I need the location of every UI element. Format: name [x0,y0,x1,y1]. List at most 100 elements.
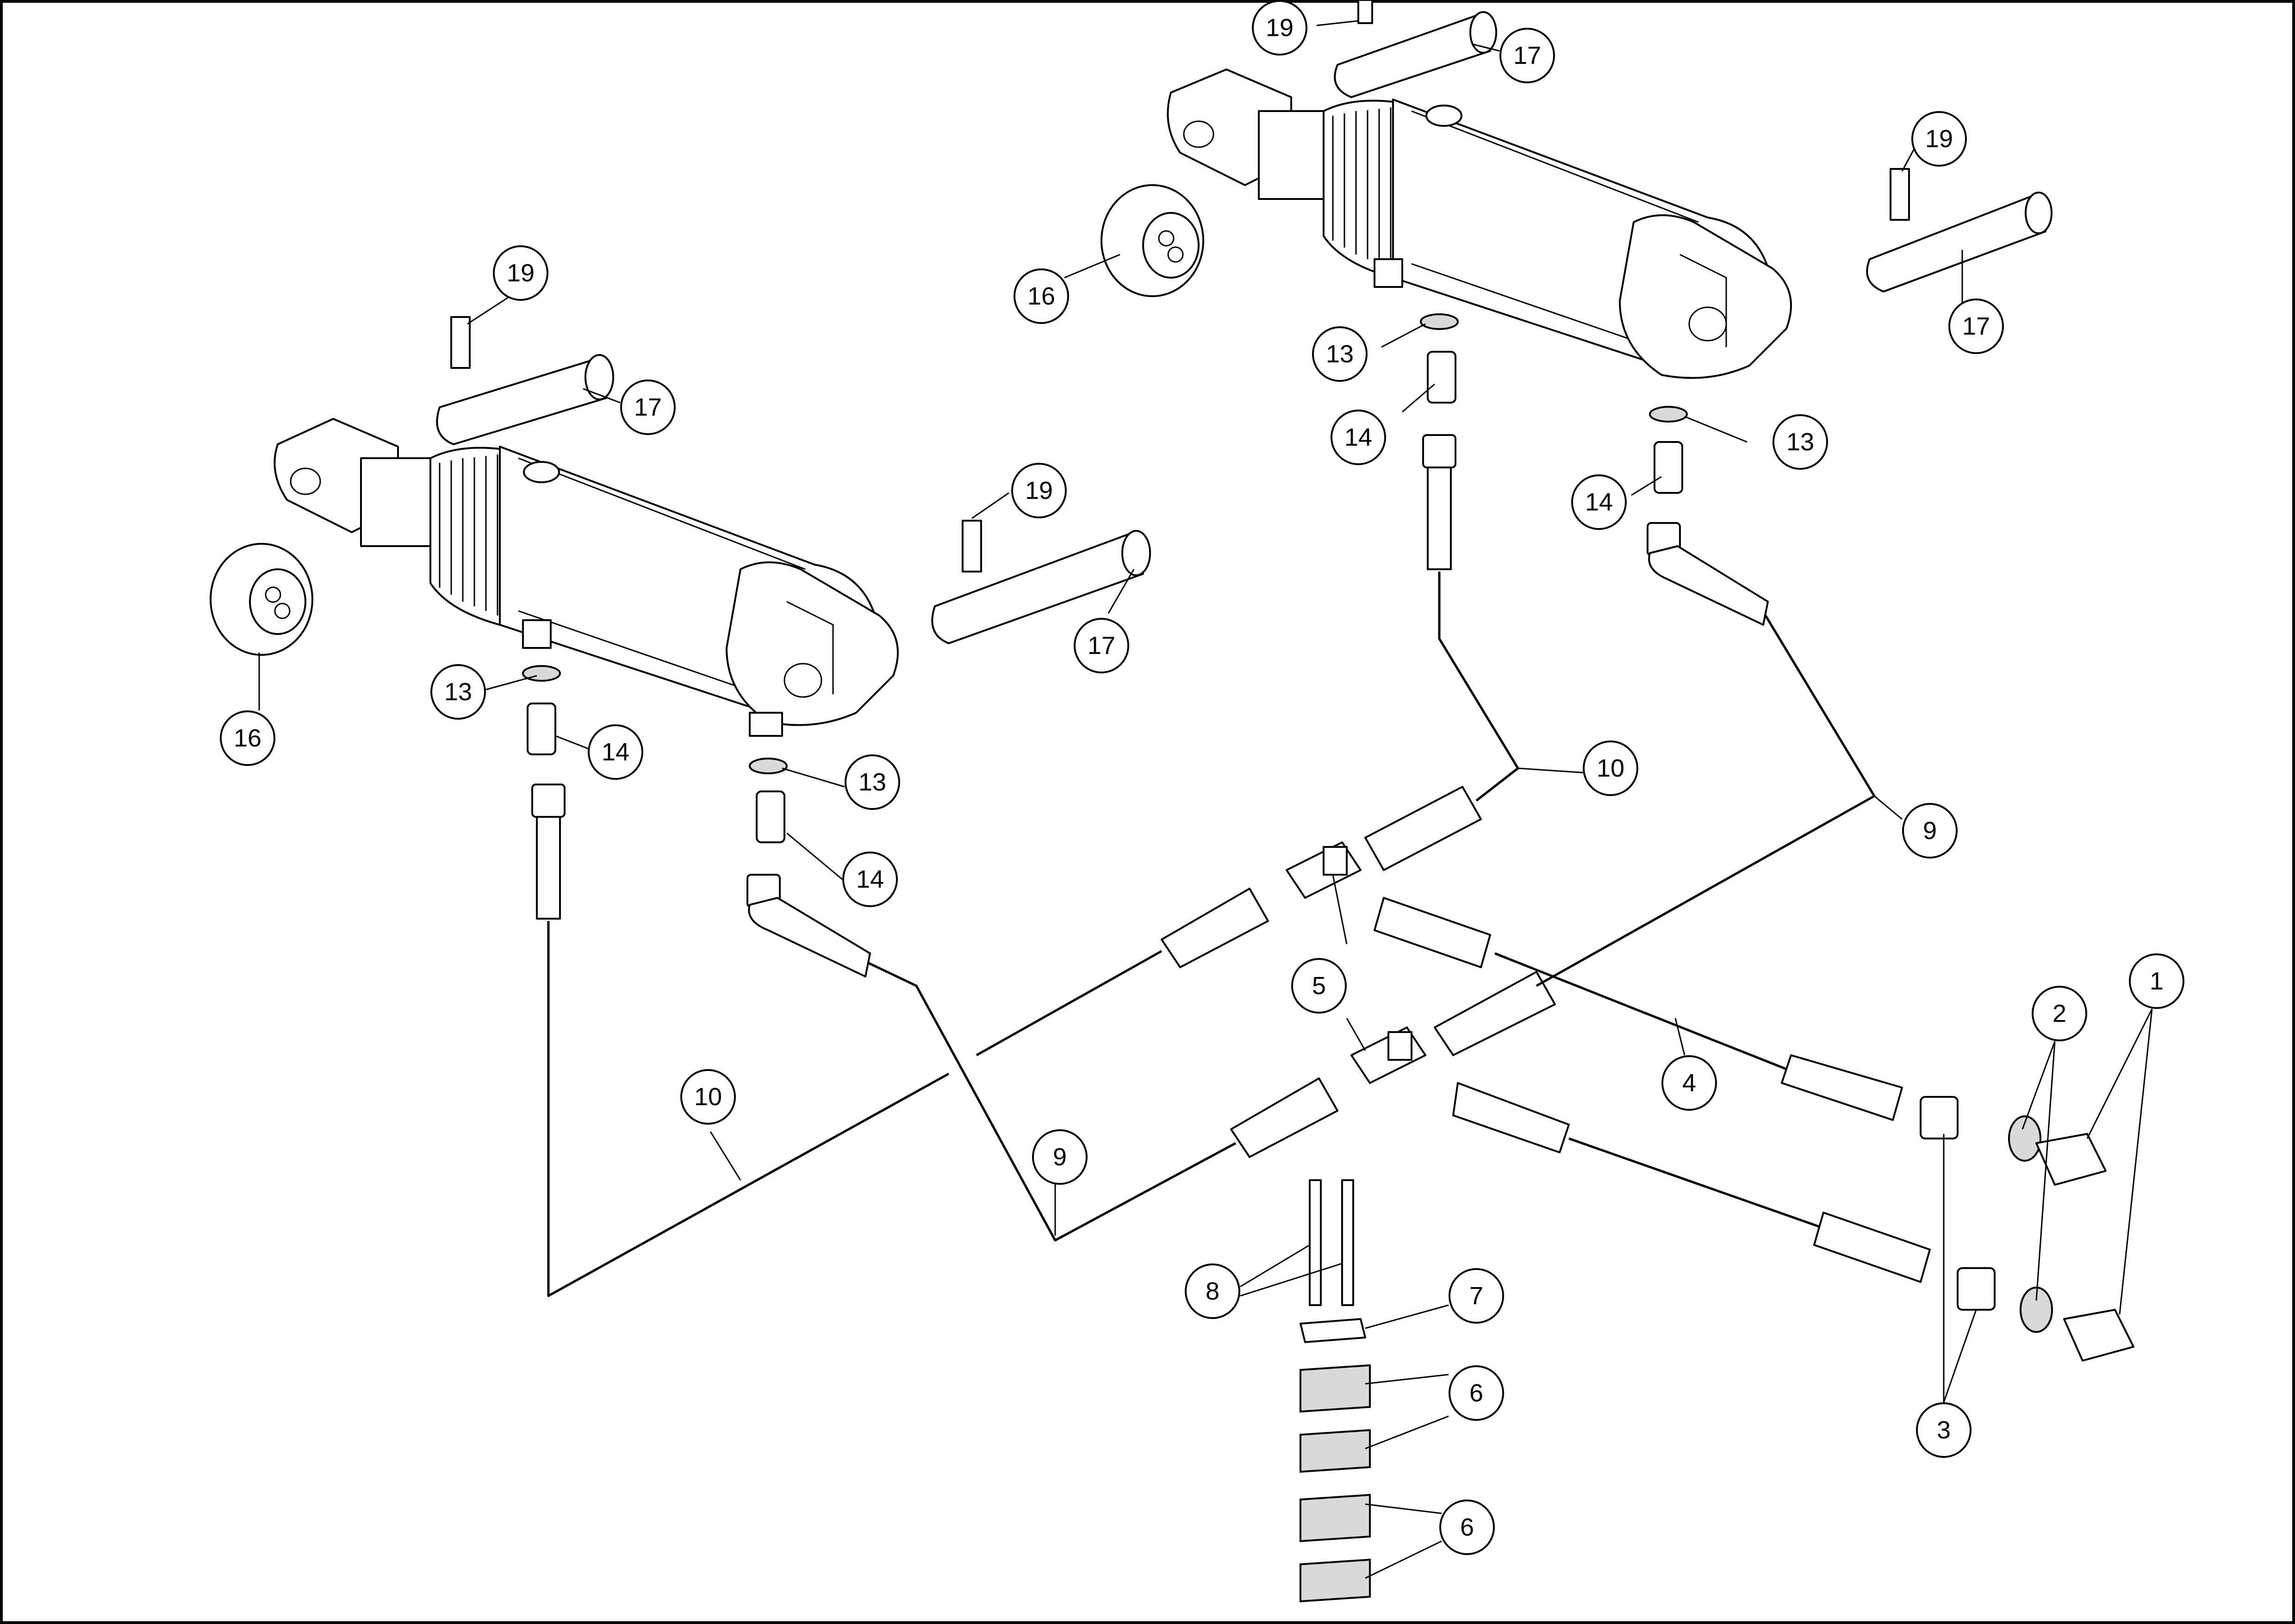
balloon-6-lower: 6 [1439,1500,1495,1555]
balloon-7: 7 [1449,1268,1504,1324]
balloon-17-right-bottom: 17 [1948,299,2004,354]
balloon-8: 8 [1185,1263,1240,1319]
hose-end-4a-right [1781,1054,1903,1121]
adapter-14c [1427,351,1456,404]
adapter-3b [1957,1267,1996,1311]
svg-text:2: 2 [2052,1000,2066,1027]
adapter-14a [527,703,556,755]
balloon-19-left-bottom: 19 [1011,463,1067,518]
balloon-17-left-top: 17 [620,380,676,435]
svg-text:4: 4 [1682,1069,1696,1097]
balloon-19-right-top: 19 [1252,0,1307,56]
seal-13c [1420,313,1459,330]
balloon-4: 4 [1661,1055,1717,1111]
svg-text:7: 7 [1469,1282,1483,1310]
balloon-17-left-bottom: 17 [1074,618,1129,673]
svg-text:19: 19 [1025,477,1053,504]
balloon-10-lower: 10 [680,1069,736,1125]
hydraulic-cylinder-left [274,418,899,737]
balloon-5: 5 [1291,958,1347,1014]
hose-end-10a-tee [1161,888,1269,968]
clamp-half-6a-bottom [1300,1429,1371,1473]
svg-text:19: 19 [1266,14,1294,42]
seal-13b [749,758,788,774]
balloon-17-right-top: 17 [1499,28,1555,83]
seal-2b [2020,1287,2053,1333]
hose-10a-lower [547,921,950,1297]
balloon-14-left-bottom: 14 [842,852,898,907]
balloon-13-right-top: 13 [1312,326,1368,382]
svg-text:14: 14 [1585,488,1613,516]
hose-10b [1438,572,1519,802]
balloon-14-right-top: 14 [1331,410,1386,465]
quick-coupler-1b [2063,1309,2134,1362]
balloon-6-upper: 6 [1449,1365,1504,1421]
svg-text:16: 16 [234,724,261,752]
balloon-9-upper: 9 [1902,803,1958,859]
svg-text:9: 9 [1923,817,1937,845]
hose-9a [867,961,1237,1242]
svg-text:14: 14 [856,865,884,893]
svg-text:13: 13 [1326,340,1354,368]
leader-lines [258,20,2153,1579]
svg-text:9: 9 [1053,1143,1067,1171]
bolts-8 [1309,1179,1354,1306]
plug-16a [210,543,313,656]
svg-text:10: 10 [694,1083,722,1111]
balloon-14-right-bottom: 14 [1571,474,1627,530]
svg-text:10: 10 [1597,754,1624,782]
balloon-10-upper: 10 [1583,740,1638,796]
quick-coupler-1a [2035,1133,2107,1186]
pin-17a [436,354,614,445]
hose-end-9b-top [1647,522,1769,626]
svg-text:14: 14 [1344,423,1372,451]
clamp-half-6a-top [1300,1364,1371,1413]
svg-text:5: 5 [1312,972,1326,1000]
adapter-14b [756,790,785,843]
clamp-half-6b-bottom [1300,1558,1371,1603]
hose-end-4b-right [1813,1212,1931,1283]
svg-text:16: 16 [1027,282,1055,310]
svg-text:13: 13 [444,678,472,706]
hose-9b [1536,615,1876,987]
seal-2a [2008,1115,2041,1162]
tee-fitting-5b [1350,1027,1426,1084]
hose-4a [1494,952,1787,1070]
pin-17d [1866,192,2052,292]
svg-text:3: 3 [1937,1416,1951,1444]
balloon-3: 3 [1916,1402,1972,1458]
svg-text:8: 8 [1206,1277,1219,1305]
pin-17b [931,530,1151,644]
tee-fitting-5a [1286,841,1362,899]
roll-pin-19b [962,520,982,572]
hose-end-10b-tee [1364,786,1482,871]
clamp-half-6b-top [1300,1493,1371,1543]
hose-end-4b-left [1452,1082,1570,1153]
balloon-9-lower: 9 [1032,1129,1088,1185]
balloon-19-left-top: 19 [493,245,548,301]
balloon-16-left: 16 [220,710,275,766]
svg-text:6: 6 [1460,1513,1474,1541]
svg-text:19: 19 [1925,125,1953,153]
balloon-13-right-bottom: 13 [1773,414,1828,470]
hose-end-9b-tee [1434,971,1556,1056]
adapter-14d [1654,441,1683,494]
hose-10a-upper [976,950,1163,1057]
hose-end-10b-top [1422,434,1456,570]
pin-17c [1334,11,1497,98]
svg-text:17: 17 [1513,42,1541,69]
balloon-16-right: 16 [1014,268,1069,324]
svg-text:13: 13 [858,768,886,796]
roll-pin-19a [450,316,471,369]
hose-4b [1568,1137,1819,1228]
hydraulic-cylinder-right [1167,68,1792,379]
hose-end-10a-top [531,784,566,920]
hose-end-4a-left [1374,897,1491,968]
hose-end-9a-top [746,874,871,977]
svg-text:17: 17 [634,393,662,421]
plug-16b [1101,184,1204,297]
svg-text:6: 6 [1469,1379,1483,1407]
adapter-3a [1920,1096,1959,1139]
balloon-19-right-bottom: 19 [1911,111,1967,167]
